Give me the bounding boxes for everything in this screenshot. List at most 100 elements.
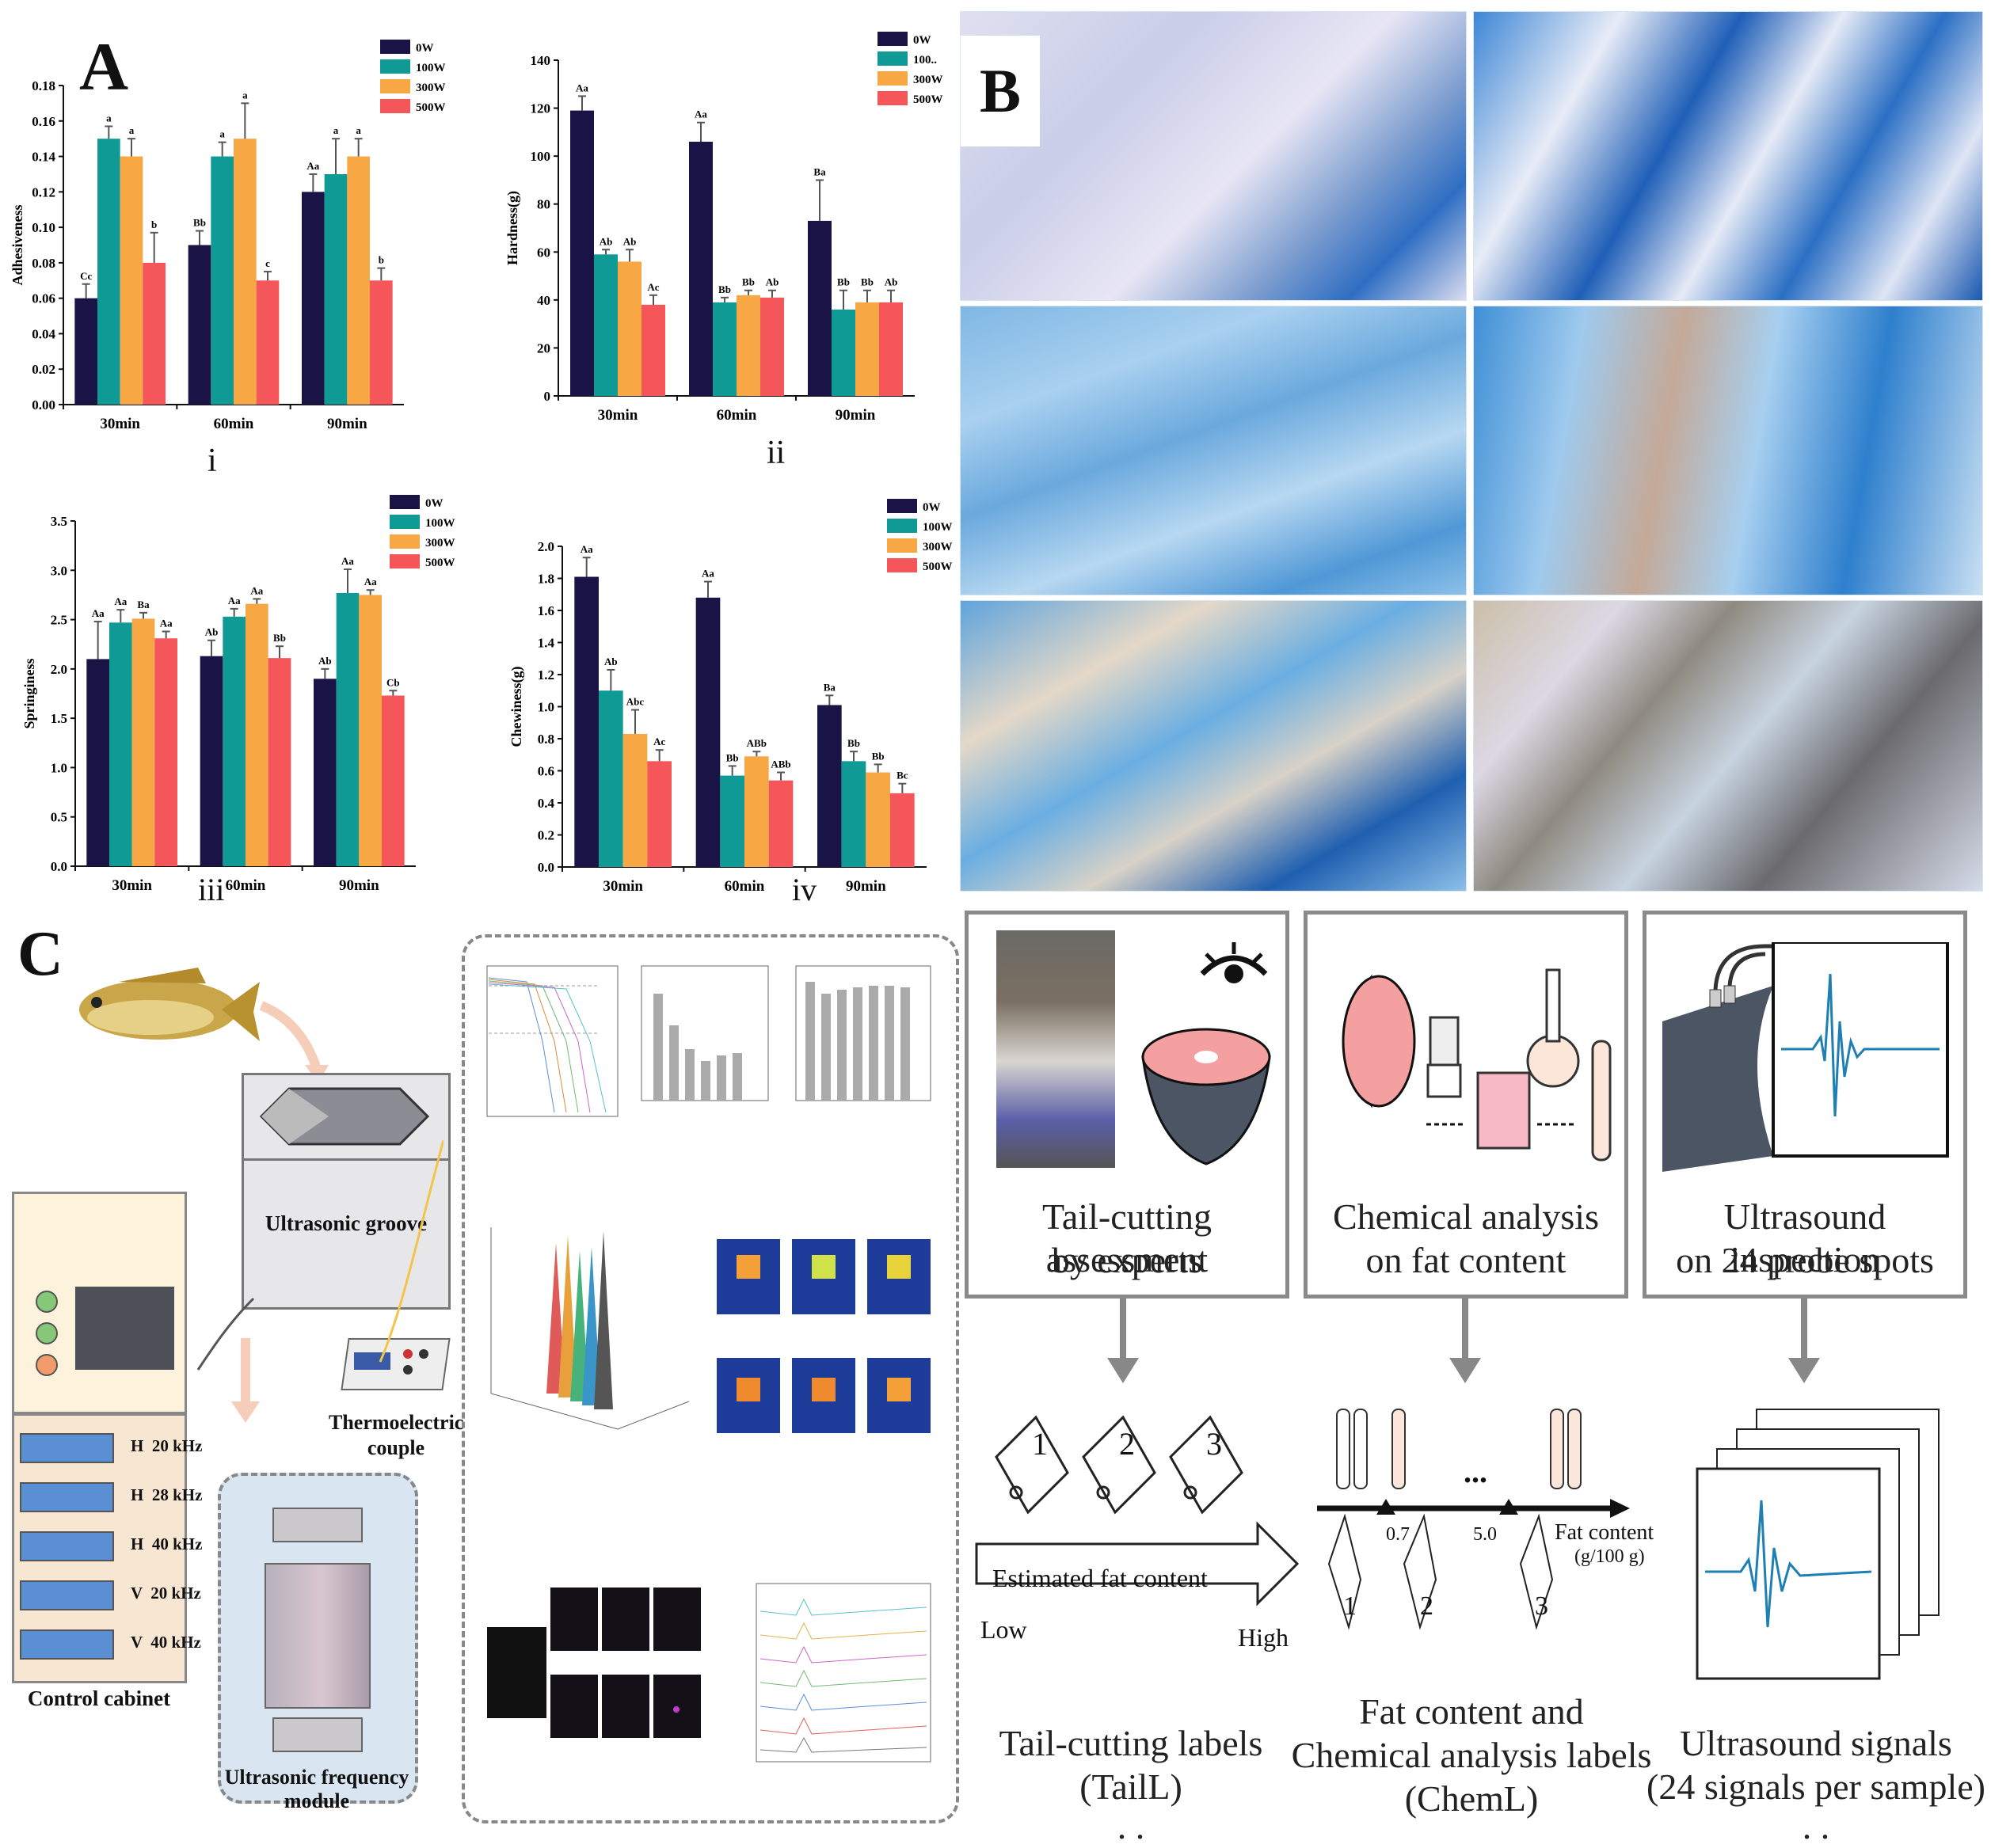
x-tick-label: 60min xyxy=(717,407,757,424)
x-tick-label: 60min xyxy=(725,878,765,895)
frequency-channel-row[interactable]: H 28 kHz xyxy=(20,1482,202,1514)
legend-label: 500W xyxy=(923,561,953,573)
sub-label-iv: iv xyxy=(792,872,817,907)
y-tick-label: 1.4 xyxy=(538,636,555,651)
bar xyxy=(370,280,393,405)
raman-spectra-chart xyxy=(756,1583,931,1762)
frequency-module-label: Ultrasonic frequency module xyxy=(224,1766,409,1812)
y-tick-label: 1.6 xyxy=(538,603,554,618)
significance-letter: Ab xyxy=(600,235,613,247)
bar xyxy=(234,139,257,405)
bar xyxy=(622,733,648,867)
significance-letter: Bb xyxy=(872,750,885,762)
y-tick-label: 0.06 xyxy=(32,291,55,306)
cabinet-button-green-2[interactable] xyxy=(36,1322,58,1344)
expert-photo xyxy=(996,930,1115,1168)
legend-label: 500W xyxy=(425,557,455,569)
bar xyxy=(120,156,143,405)
frequency-channel-row[interactable]: H 40 kHz xyxy=(20,1531,202,1563)
legend-swatch xyxy=(380,40,410,54)
bar xyxy=(211,156,234,405)
channel-slot xyxy=(20,1433,114,1463)
y-tick-label: 0.12 xyxy=(32,184,55,200)
legend-label: 500W xyxy=(913,93,943,106)
y-tick-label: 0.04 xyxy=(32,326,55,341)
bar xyxy=(744,756,769,867)
y-tick-label: 0.10 xyxy=(32,220,55,235)
high-label: High xyxy=(1238,1623,1289,1652)
significance-letter: Bb xyxy=(718,283,731,295)
y-tick-label: 1.2 xyxy=(538,667,554,683)
y-tick-label: 0.5 xyxy=(51,810,67,825)
significance-letter: Ba xyxy=(137,599,150,610)
micrograph-3 xyxy=(960,306,1467,595)
bar xyxy=(695,597,721,867)
panel-b-letter: B xyxy=(961,36,1040,146)
bar xyxy=(720,775,744,867)
legend-label: 500W xyxy=(416,101,446,114)
x-tick-label: 90min xyxy=(327,416,367,432)
bar xyxy=(594,254,618,396)
x-tick-label: 30min xyxy=(112,877,152,894)
legend-swatch xyxy=(380,99,410,113)
freezing-curve-chart xyxy=(486,965,619,1117)
significance-letter: Ab xyxy=(318,655,332,667)
cabinet-button-orange[interactable] xyxy=(36,1354,58,1376)
y-tick-label: 0.2 xyxy=(538,828,554,843)
y-tick-label: 20 xyxy=(537,340,550,356)
y-tick-label: 0.18 xyxy=(32,78,55,93)
significance-letter: ABb xyxy=(771,759,790,770)
bar xyxy=(223,616,246,866)
significance-letter: Aa xyxy=(92,607,105,619)
micrograph-5 xyxy=(960,600,1467,892)
frequency-channel-row[interactable]: H 20 kHz xyxy=(20,1433,202,1465)
ultrasound-labels-line2: (24 signals per sample) xyxy=(1646,1766,1985,1807)
y-axis-label: Adhesiveness xyxy=(10,204,25,285)
significance-letter: Ab xyxy=(604,656,618,667)
box1-text-1: Tail-cutting assessment xyxy=(1042,1196,1212,1280)
frequency-channel-row[interactable]: V 40 kHz xyxy=(20,1629,201,1661)
micrograph-4 xyxy=(1473,306,1983,595)
significance-letter: Bb xyxy=(861,276,874,288)
y-tick-label: 0.0 xyxy=(538,860,554,875)
bar xyxy=(109,622,132,866)
bar xyxy=(574,576,599,867)
frequency-channel-row[interactable]: V 20 kHz xyxy=(20,1580,201,1612)
freezing-time-bars xyxy=(641,965,769,1101)
bar xyxy=(570,110,594,396)
significance-letter: Ba xyxy=(813,165,826,177)
tail-labels-line2: (TailL) xyxy=(1079,1766,1182,1807)
y-tick-label: 0.0 xyxy=(51,859,67,874)
control-cabinet-label: Control cabinet xyxy=(27,1686,171,1710)
tail-labels-line1: Tail-cutting labels xyxy=(999,1723,1263,1763)
bar xyxy=(188,245,211,405)
significance-letter: Cc xyxy=(80,270,92,282)
bar xyxy=(314,679,337,866)
y-tick-label: 0.16 xyxy=(32,114,55,129)
bar xyxy=(74,298,97,405)
significance-letter: Aa xyxy=(228,595,241,606)
chart-springiness: 0.00.51.01.52.02.53.03.5Springiness30min… xyxy=(21,495,455,894)
x-tick-label: 90min xyxy=(836,407,876,424)
sub-label-i: i xyxy=(207,443,217,479)
bar xyxy=(154,638,177,866)
box-chemical-analysis: Chemical analysis on fat content xyxy=(1304,911,1628,1299)
bar xyxy=(97,139,120,405)
legend-swatch xyxy=(887,499,917,513)
bar xyxy=(599,690,623,867)
tick-0-7: 0.7 xyxy=(1386,1524,1410,1545)
cabinet-button-green-1[interactable] xyxy=(36,1291,58,1313)
significance-letter: Aa xyxy=(702,568,714,580)
significance-letter: Ac xyxy=(653,736,665,747)
significance-letter: c xyxy=(265,257,270,269)
chart-chewiness: 0.00.20.40.60.81.01.21.41.61.82.0Chewine… xyxy=(508,499,953,895)
y-axis-label: Chewiness(g) xyxy=(508,666,525,747)
y-tick-label: 0.6 xyxy=(538,764,554,779)
significance-letter: a xyxy=(333,124,339,136)
bar xyxy=(641,304,665,396)
chem-tag-2: 2 xyxy=(1420,1591,1433,1621)
arrow-fish-to-groove xyxy=(259,1001,329,1083)
significance-letter: Ac xyxy=(647,281,659,293)
y-tick-label: 140 xyxy=(531,53,551,68)
